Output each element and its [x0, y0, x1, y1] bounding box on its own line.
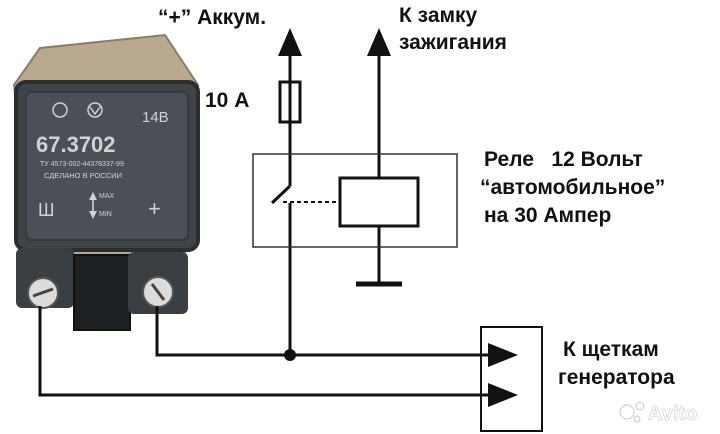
battery-arrow-icon	[278, 28, 302, 56]
avito-watermark: Avito	[619, 401, 698, 425]
regulator-min: MIN	[99, 211, 112, 218]
regulator-logo-icon	[52, 102, 103, 118]
wire-sh-to-brushes	[38, 306, 488, 397]
regulator-face	[25, 91, 189, 241]
label-ignition-line2: зажигания	[399, 31, 507, 54]
screw-terminal-sh-icon	[27, 277, 59, 309]
wire-plus-to-brushes	[155, 306, 488, 357]
label-relay-line1: Реле 12 Вольт	[484, 148, 643, 171]
brushes-arrow-upper-icon	[488, 343, 518, 367]
label-fuse: 10 А	[205, 89, 249, 112]
brushes-arrow-lower-icon	[488, 383, 518, 407]
label-battery-plus: “+” Аккум.	[158, 6, 266, 29]
ignition-arrow-icon	[367, 28, 391, 56]
junction-dot	[284, 349, 296, 361]
relay-box	[252, 153, 458, 248]
label-relay-line2: “автомобильное”	[480, 176, 665, 199]
label-brushes-line1: К щеткам	[563, 338, 659, 361]
label-relay-line3: на 30 Ампер	[484, 204, 611, 227]
terminal-center-connector	[73, 254, 131, 331]
wires	[38, 50, 488, 397]
watermark-text: Avito	[648, 403, 697, 425]
avito-logo-icon	[619, 404, 635, 420]
regulator-spec: ТУ 4573-002-44378337-99	[40, 161, 124, 168]
up-arrow-icon	[89, 192, 97, 200]
screw-terminal-plus-icon	[142, 276, 174, 308]
relay-switch-contact	[270, 184, 292, 205]
label-brushes-line2: генератора	[558, 366, 675, 389]
regulator-voltage: 14В	[142, 109, 169, 126]
relay-coil	[338, 176, 420, 228]
label-ignition-line1: К замку	[399, 4, 478, 27]
brushes-box	[480, 326, 543, 432]
terminal-plus-label: +	[148, 196, 161, 221]
regulator-max: MAX	[99, 193, 115, 200]
terminal-sh-label: Ш	[38, 200, 55, 220]
down-arrow-icon	[89, 211, 97, 219]
regulator-made-in: СДЕЛАНО В РОССИИ	[44, 171, 122, 180]
regulator-model: 67.3702	[36, 132, 116, 157]
